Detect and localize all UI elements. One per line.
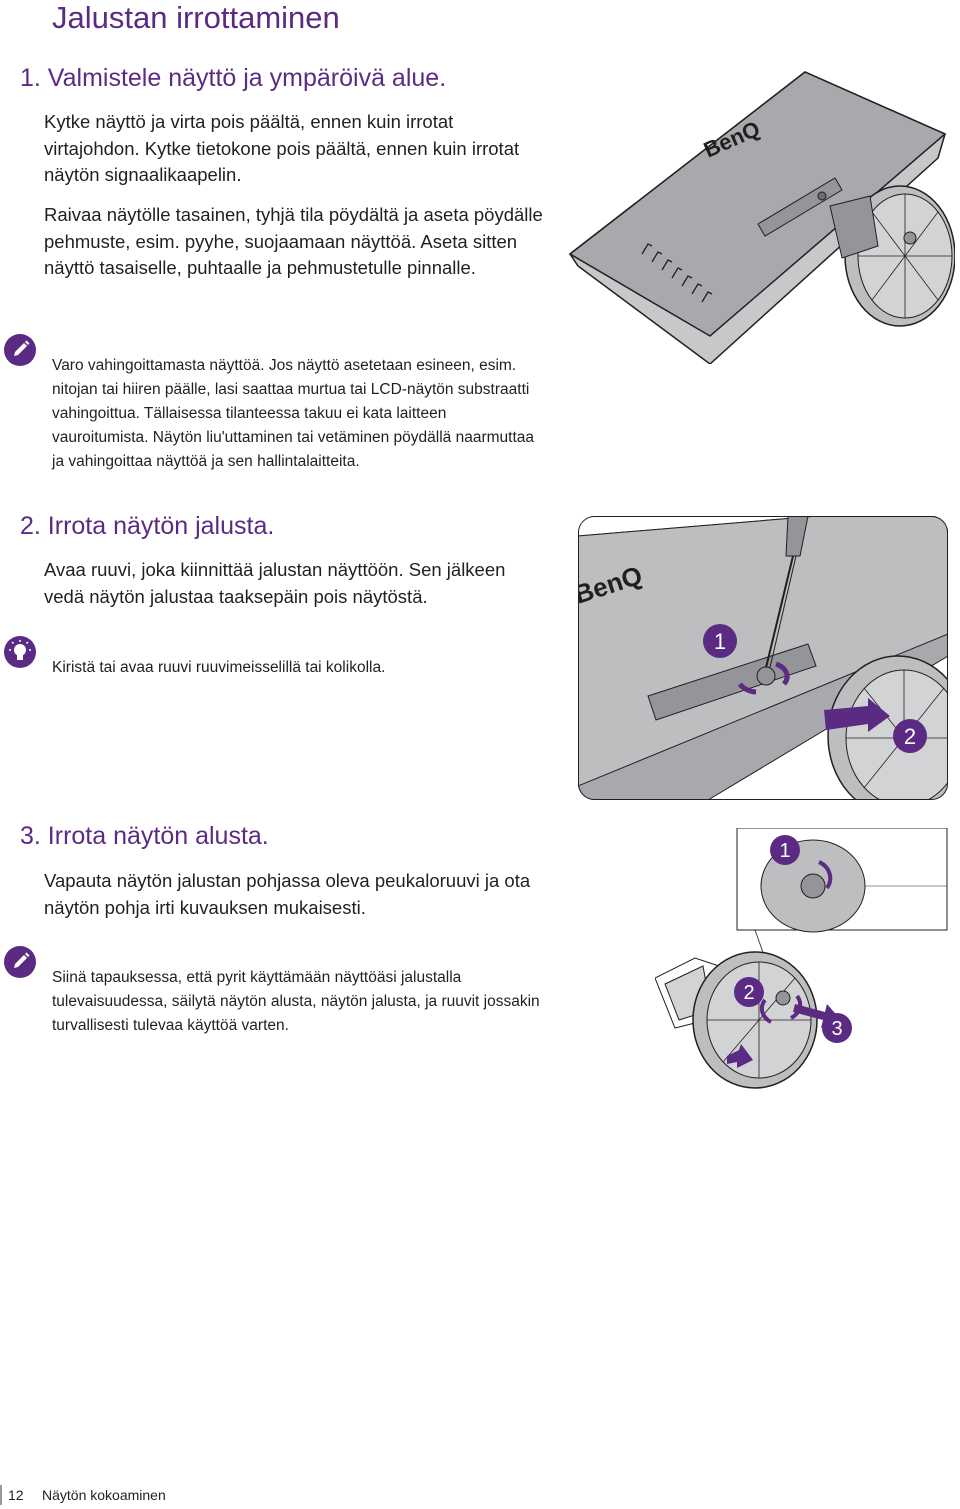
pencil-icon (4, 946, 36, 978)
step-2-heading: 2. Irrota näytön jalusta. (20, 512, 275, 540)
step-1-paragraph-1: Kytke näyttö ja virta pois päältä, ennen… (44, 111, 520, 185)
stand-removal-illustration: BenQ 1 2 (578, 516, 948, 800)
pencil-icon (4, 334, 36, 366)
step-2-paragraph: Avaa ruuvi, joka kiinnittää jalustan näy… (44, 559, 506, 607)
callout-2: 2 (743, 982, 754, 1004)
section-name: Näytön kokoaminen (42, 1487, 166, 1503)
callout-2: 2 (904, 724, 916, 749)
callout-1: 1 (779, 840, 790, 862)
page-number: 12 (8, 1487, 24, 1503)
base-removal-illustration: 1 2 3 (655, 828, 955, 1090)
callout-1: 1 (714, 629, 726, 654)
lightbulb-icon (4, 636, 36, 668)
step-3-heading: 3. Irrota näytön alusta. (20, 822, 269, 850)
page-title: Jalustan irrottaminen (52, 0, 340, 35)
step-3-note: Siinä tapauksessa, että pyrit käyttämään… (52, 969, 540, 1034)
step-1-note: Varo vahingoittamasta näyttöä. Jos näytt… (52, 357, 534, 470)
step-1-heading: 1. Valmistele näyttö ja ympäröivä alue. (20, 64, 447, 92)
callout-3: 3 (831, 1018, 842, 1040)
step-3-paragraph: Vapauta näytön jalustan pohjassa oleva p… (44, 870, 531, 918)
step-1-paragraph-2: Raivaa näytölle tasainen, tyhjä tila pöy… (44, 204, 543, 278)
step-2-note: Kiristä tai avaa ruuvi ruuvimeisselillä … (52, 659, 386, 676)
monitor-facedown-illustration: BenQ (560, 66, 955, 364)
